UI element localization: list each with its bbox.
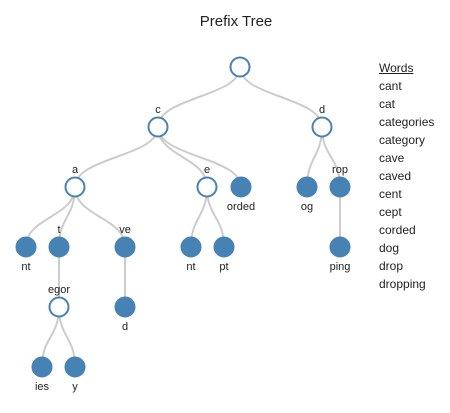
node-label: ve	[119, 224, 131, 236]
tree-link	[239, 66, 323, 128]
word-item: categories	[379, 115, 435, 129]
tree-node: rop	[329, 164, 351, 198]
word-item: cept	[379, 205, 402, 219]
tree-links	[25, 66, 341, 368]
word-item: dropping	[379, 277, 426, 291]
prefix-node-circle	[229, 56, 251, 78]
word-item: dog	[379, 241, 400, 255]
tree-node: orded	[227, 176, 255, 213]
tree-node: a	[64, 164, 86, 198]
node-label: d	[122, 321, 128, 333]
terminal-node-circle	[15, 236, 37, 258]
words-panel: Words cant cat categories category cave caved…	[379, 59, 434, 293]
prefix-node-circle	[147, 116, 169, 138]
tree-node: d	[114, 296, 136, 333]
terminal-node-circle	[180, 236, 202, 258]
terminal-node-circle	[296, 176, 318, 198]
tree-node: y	[64, 356, 86, 393]
terminal-node-circle	[64, 356, 86, 378]
node-label: ies	[35, 381, 50, 393]
tree-node: nt	[15, 236, 37, 273]
node-label: e	[204, 164, 210, 176]
tree-link	[74, 126, 159, 188]
node-label: nt	[186, 261, 195, 273]
terminal-node-circle	[48, 236, 70, 258]
word-item: cent	[379, 187, 402, 201]
tree-nodes: c d a e orded og rop nt t ve nt pt ping egor d ies y	[15, 56, 351, 393]
word-item: drop	[379, 259, 404, 273]
word-item: caved	[379, 169, 412, 183]
terminal-node-circle	[31, 356, 53, 378]
node-label: egor	[48, 284, 70, 296]
tree-node: og	[296, 176, 318, 213]
tree-node: ve	[114, 224, 136, 258]
tree-node: d	[311, 104, 333, 138]
tree-link	[157, 126, 242, 188]
words-header: Words	[379, 61, 414, 75]
prefix-node-circle	[311, 116, 333, 138]
diagram-title: Prefix Tree	[199, 13, 273, 30]
terminal-node-circle	[213, 236, 235, 258]
node-label: pt	[219, 261, 228, 273]
node-label: orded	[227, 201, 255, 213]
node-label: og	[301, 201, 313, 213]
node-label: c	[155, 104, 161, 116]
tree-node: ies	[31, 356, 53, 393]
node-label: rop	[332, 164, 348, 176]
tree-link	[157, 66, 241, 128]
prefix-node-circle	[48, 296, 70, 318]
tree-node: t	[48, 224, 70, 258]
word-item: cat	[379, 97, 396, 111]
node-label: t	[57, 224, 60, 236]
word-item: category	[379, 133, 426, 147]
terminal-node-circle	[329, 176, 351, 198]
node-label: d	[319, 104, 325, 116]
terminal-node-circle	[329, 236, 351, 258]
node-label: y	[72, 381, 78, 393]
node-label: a	[72, 164, 79, 176]
prefix-node-circle	[196, 176, 218, 198]
node-label: ping	[330, 261, 351, 273]
tree-node: ping	[329, 236, 351, 273]
tree-node: c	[147, 104, 169, 138]
word-list: cant cat categories category cave caved cent ce…	[379, 77, 434, 293]
word-item: cave	[379, 151, 405, 165]
word-item: cant	[379, 79, 402, 93]
prefix-node-circle	[64, 176, 86, 198]
terminal-node-circle	[114, 296, 136, 318]
tree-link	[74, 186, 126, 248]
tree-node: e	[196, 164, 218, 198]
tree-node	[229, 56, 251, 78]
tree-node: nt	[180, 236, 202, 273]
terminal-node-circle	[114, 236, 136, 258]
word-item: corded	[379, 223, 416, 237]
terminal-node-circle	[230, 176, 252, 198]
tree-node: pt	[213, 236, 235, 273]
tree-node: egor	[48, 284, 70, 318]
node-label: nt	[21, 261, 30, 273]
